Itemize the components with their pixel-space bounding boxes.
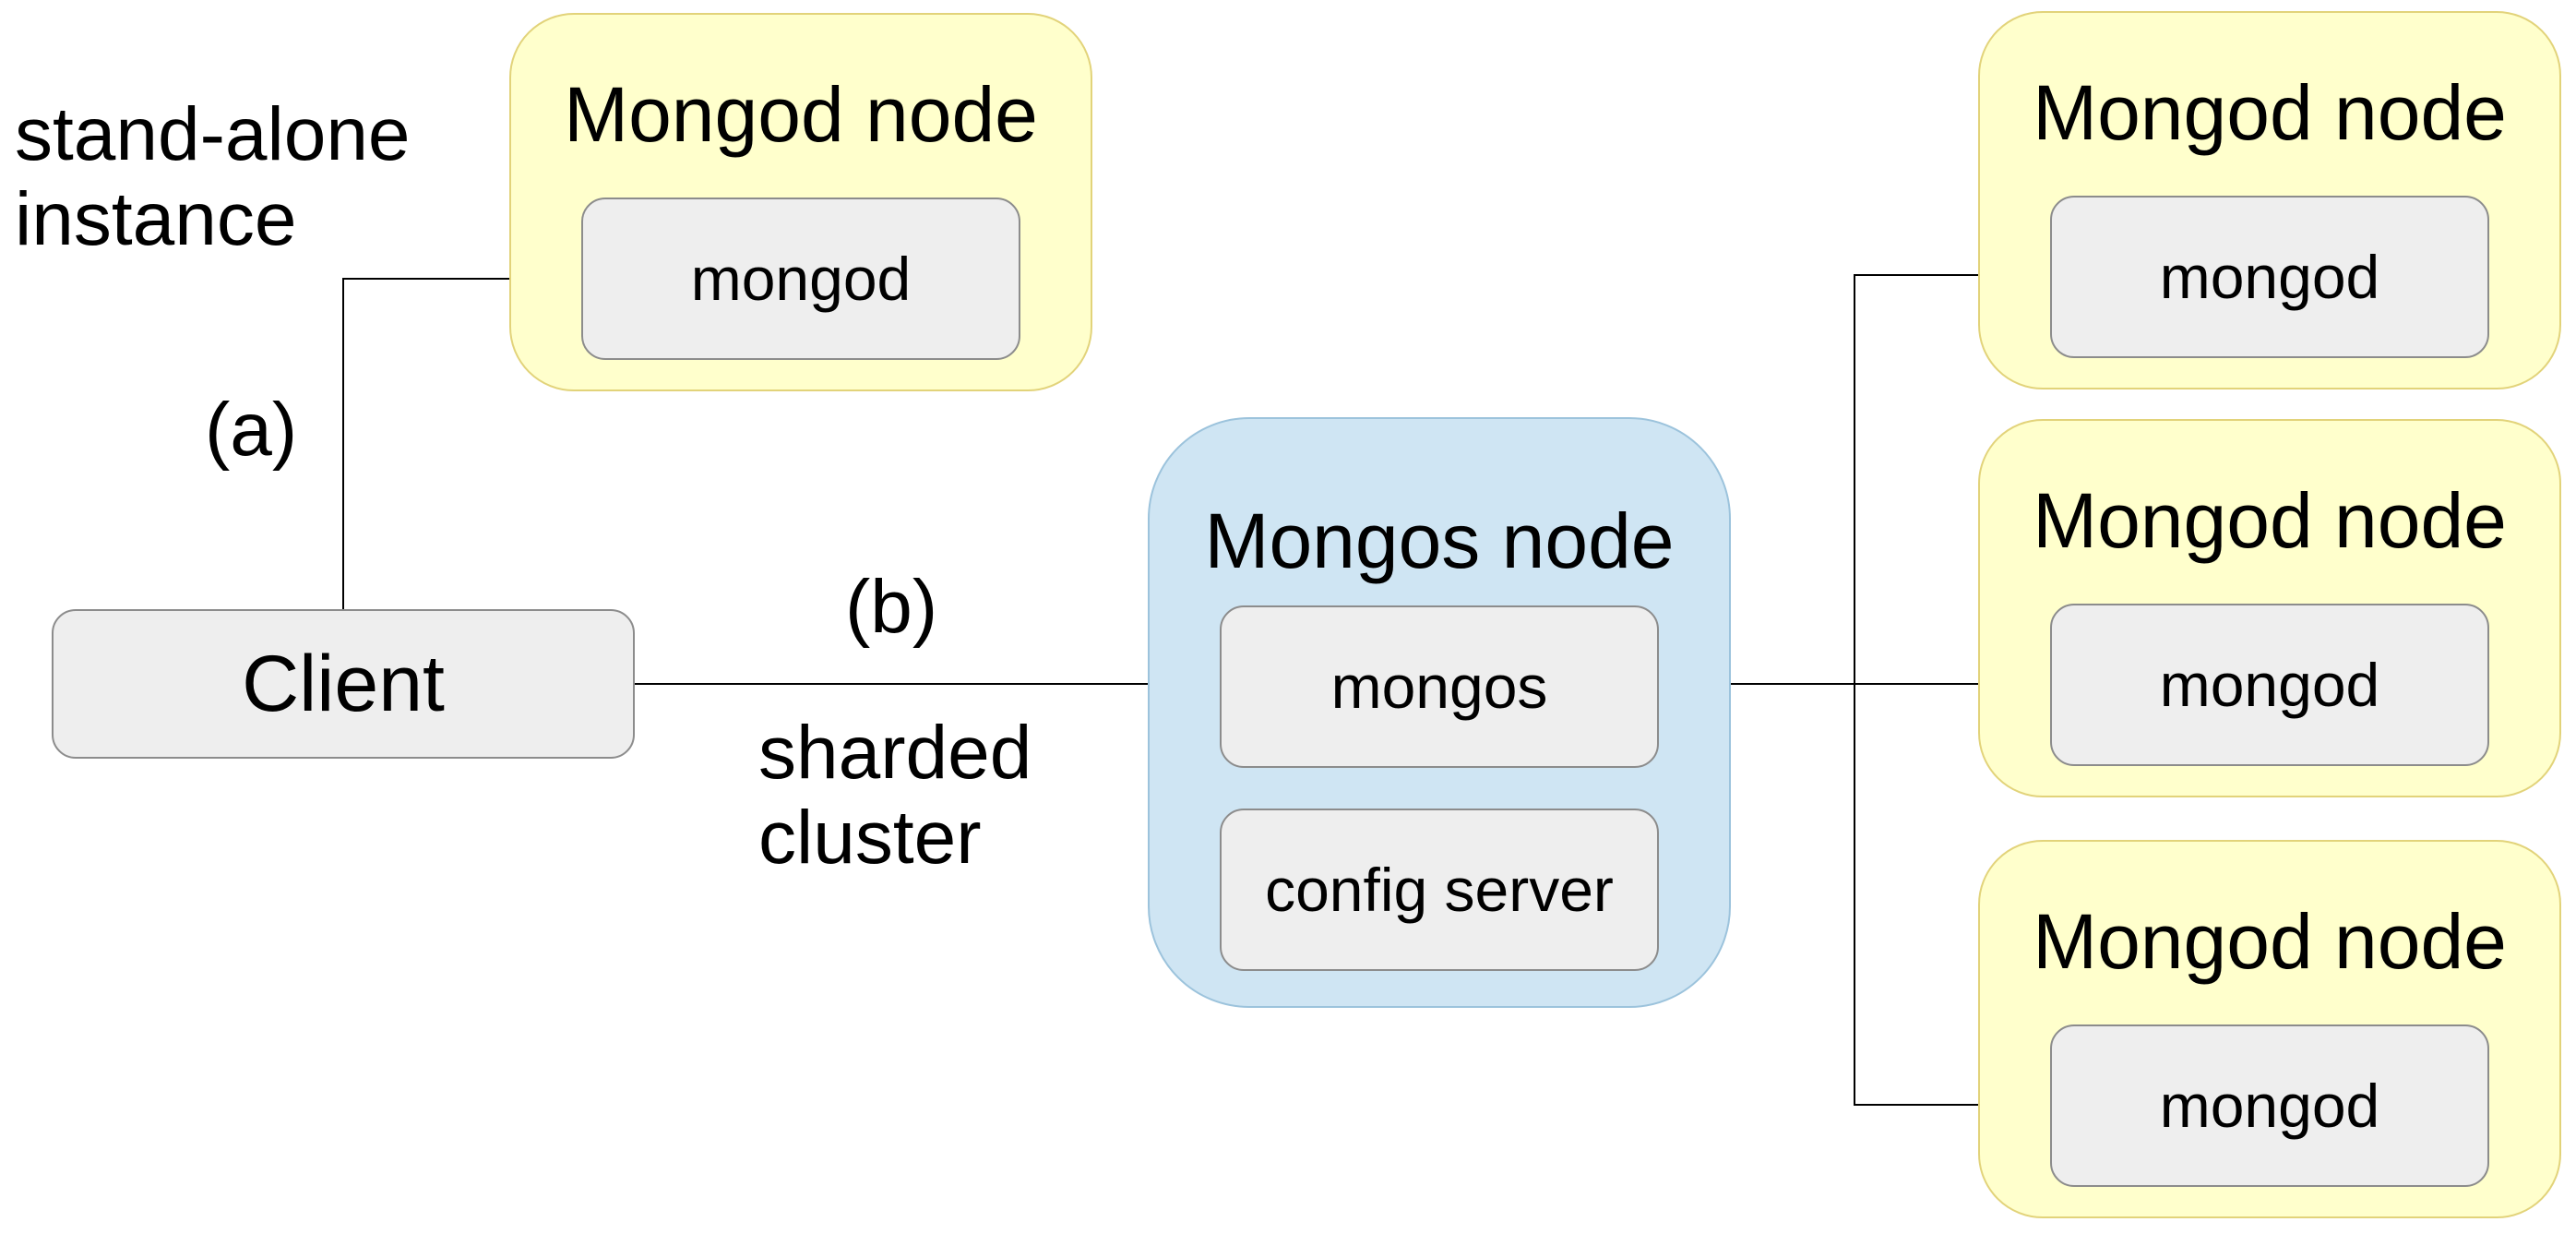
process-label: mongos [1330, 653, 1548, 721]
mongos-node[interactable]: Mongos node mongos config server [1148, 417, 1731, 1008]
mongod-process-box[interactable]: mongod [2050, 196, 2489, 358]
standalone-mongod-node[interactable]: Mongod node mongod [509, 13, 1092, 391]
sharded-caption: sharded cluster [758, 711, 1032, 881]
standalone-caption-line1: stand-alone [15, 92, 411, 176]
process-label: mongod [2159, 1072, 2380, 1140]
config-server-box[interactable]: config server [1220, 809, 1659, 971]
node-title: Mongod node [2033, 898, 2507, 985]
standalone-caption: stand-alone instance [15, 92, 411, 262]
node-title: Mongod node [2033, 69, 2507, 156]
mongod-process-box[interactable]: mongod [2050, 604, 2489, 766]
process-label: config server [1265, 856, 1614, 924]
shard-mongod-node-3[interactable]: Mongod node mongod [1978, 840, 2561, 1218]
standalone-caption-line2: instance [15, 176, 297, 261]
node-title: Mongod node [564, 71, 1038, 158]
mongod-process-box[interactable]: mongod [581, 198, 1020, 360]
process-label: mongod [2159, 651, 2380, 719]
client-label: Client [242, 639, 445, 728]
process-label: mongod [690, 245, 912, 313]
sharded-caption-line2: cluster [758, 795, 982, 880]
mongos-process-box[interactable]: mongos [1220, 605, 1659, 768]
node-title: Mongod node [2033, 477, 2507, 564]
path-label-b: (b) [845, 565, 938, 649]
mongod-process-box[interactable]: mongod [2050, 1024, 2489, 1187]
node-title: Mongos node [1204, 497, 1675, 584]
path-label-a: (a) [205, 388, 298, 472]
shard-mongod-node-1[interactable]: Mongod node mongod [1978, 11, 2561, 389]
shard-mongod-node-2[interactable]: Mongod node mongod [1978, 419, 2561, 797]
sharded-caption-line1: sharded [758, 711, 1032, 795]
connector-client-to-standalone [342, 278, 522, 609]
client-box[interactable]: Client [52, 609, 635, 759]
connector-shard-bus [1854, 274, 1993, 1106]
process-label: mongod [2159, 243, 2380, 311]
